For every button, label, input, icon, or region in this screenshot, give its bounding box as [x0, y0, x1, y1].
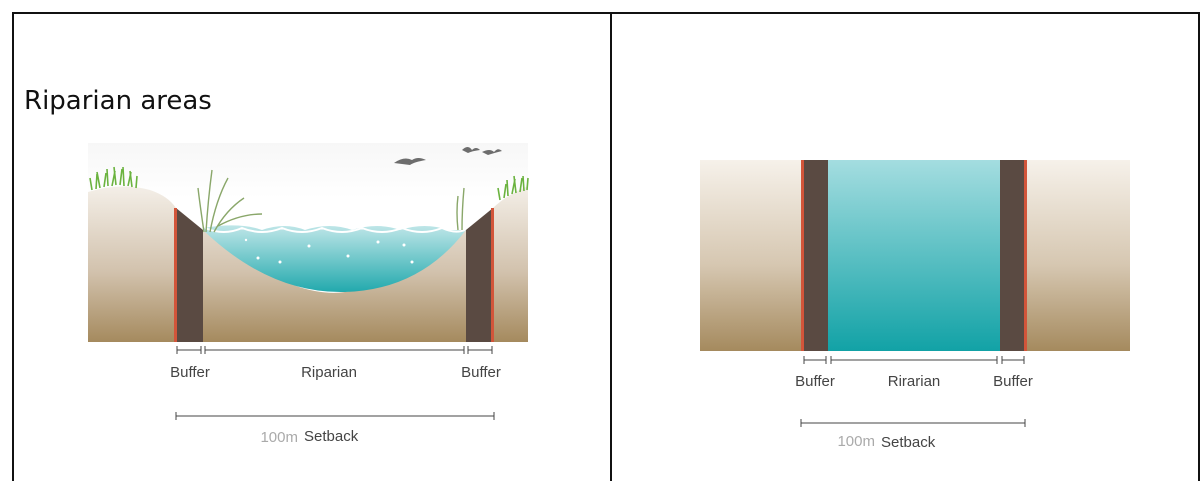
reeds-left [197, 169, 263, 233]
setback-line-left [174, 208, 177, 342]
water-waves [204, 226, 466, 233]
distance-label: 100m [837, 433, 875, 450]
buffer-label-left: Buffer [795, 373, 835, 390]
reeds-right [456, 187, 465, 231]
setback-line-right [1024, 160, 1027, 351]
layout-table [12, 12, 1200, 481]
dimension-lines-left [175, 346, 495, 420]
water-sparkles [244, 238, 414, 264]
cross-section-diagram [88, 143, 529, 342]
buffer-label-right: Buffer [461, 364, 501, 381]
setback-label: Setback [304, 428, 359, 445]
buffer-strip-left [176, 208, 203, 342]
setback-label: Setback [881, 434, 936, 451]
buffer-strip-left [804, 160, 828, 351]
buffer-label-left: Buffer [170, 364, 210, 381]
setback-line-right [491, 208, 494, 342]
grass-right [497, 175, 529, 201]
table-divider [610, 12, 612, 481]
water-channel [828, 160, 1000, 351]
dimension-lines-right [800, 356, 1026, 427]
birds [394, 147, 502, 165]
page-title: Riparian areas [24, 86, 212, 116]
setback-line-left [801, 160, 804, 351]
water-body [203, 225, 466, 293]
plan-view-diagram [700, 160, 1130, 351]
riparian-label: Rirarian [888, 373, 941, 390]
buffer-strip-right [1000, 160, 1024, 351]
grass-left [89, 166, 138, 191]
buffer-strip-right [466, 208, 493, 342]
distance-label: 100m [260, 429, 298, 446]
sky-band [88, 143, 528, 198]
buffer-label-right: Buffer [993, 373, 1033, 390]
riparian-label: Riparian [301, 364, 357, 381]
